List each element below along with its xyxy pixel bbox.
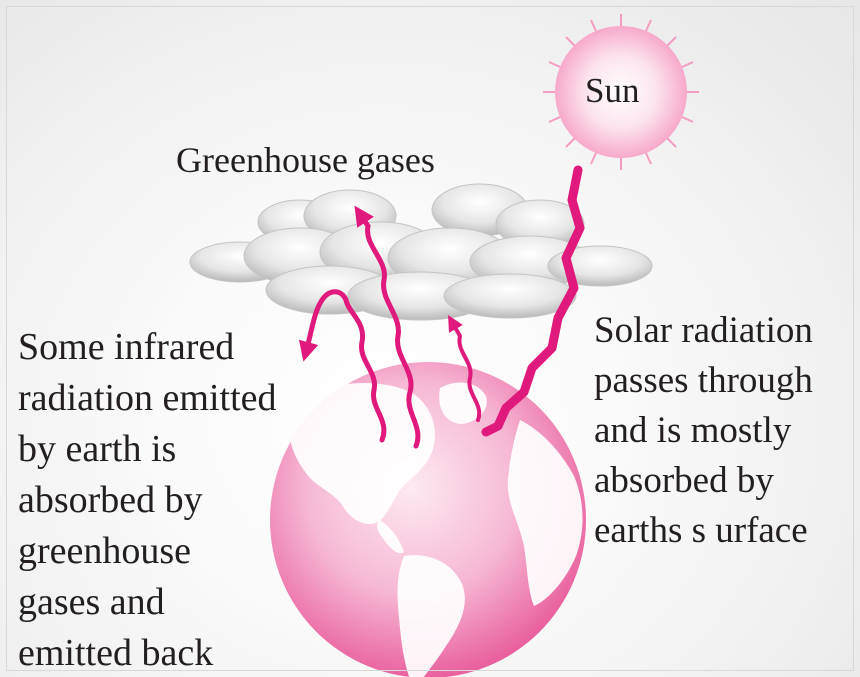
continents [289,382,583,677]
solar-description-line: passes through [594,360,813,401]
infrared-description-line: radiation emitted [18,377,277,419]
solar-description-line: absorbed by [594,460,774,501]
sun-disc [555,26,687,158]
solar-description: Solar radiation passes through and is mo… [594,312,813,562]
solar-description-line: earths s urface [594,510,808,551]
infrared-short-arrow [448,315,482,422]
infrared-description: Some infrared radiation emitted by earth… [18,328,277,677]
infrared-description-line: gases and [18,581,165,623]
sun-label: Sun [585,71,640,110]
solar-description-line: and is mostly [594,410,792,451]
infrared-description-line: emitted back [18,632,214,674]
sun-rays [543,14,699,170]
incoming-solar-arrow [481,165,585,437]
solar-description-line: Solar radiation [594,310,813,351]
infrared-reemitted-arrow [298,289,387,443]
infrared-description-line: greenhouse [18,530,192,572]
earth-globe [270,362,586,677]
sun [543,14,699,170]
infrared-description-line: absorbed by [18,479,203,521]
cloud-layer [189,183,653,321]
infrared-description-line: by earth is [18,428,177,470]
greenhouse-gases-label: Greenhouse gases [176,140,435,180]
infrared-description-line: Some infrared [18,326,235,368]
infrared-escaping-arrow [354,205,421,449]
